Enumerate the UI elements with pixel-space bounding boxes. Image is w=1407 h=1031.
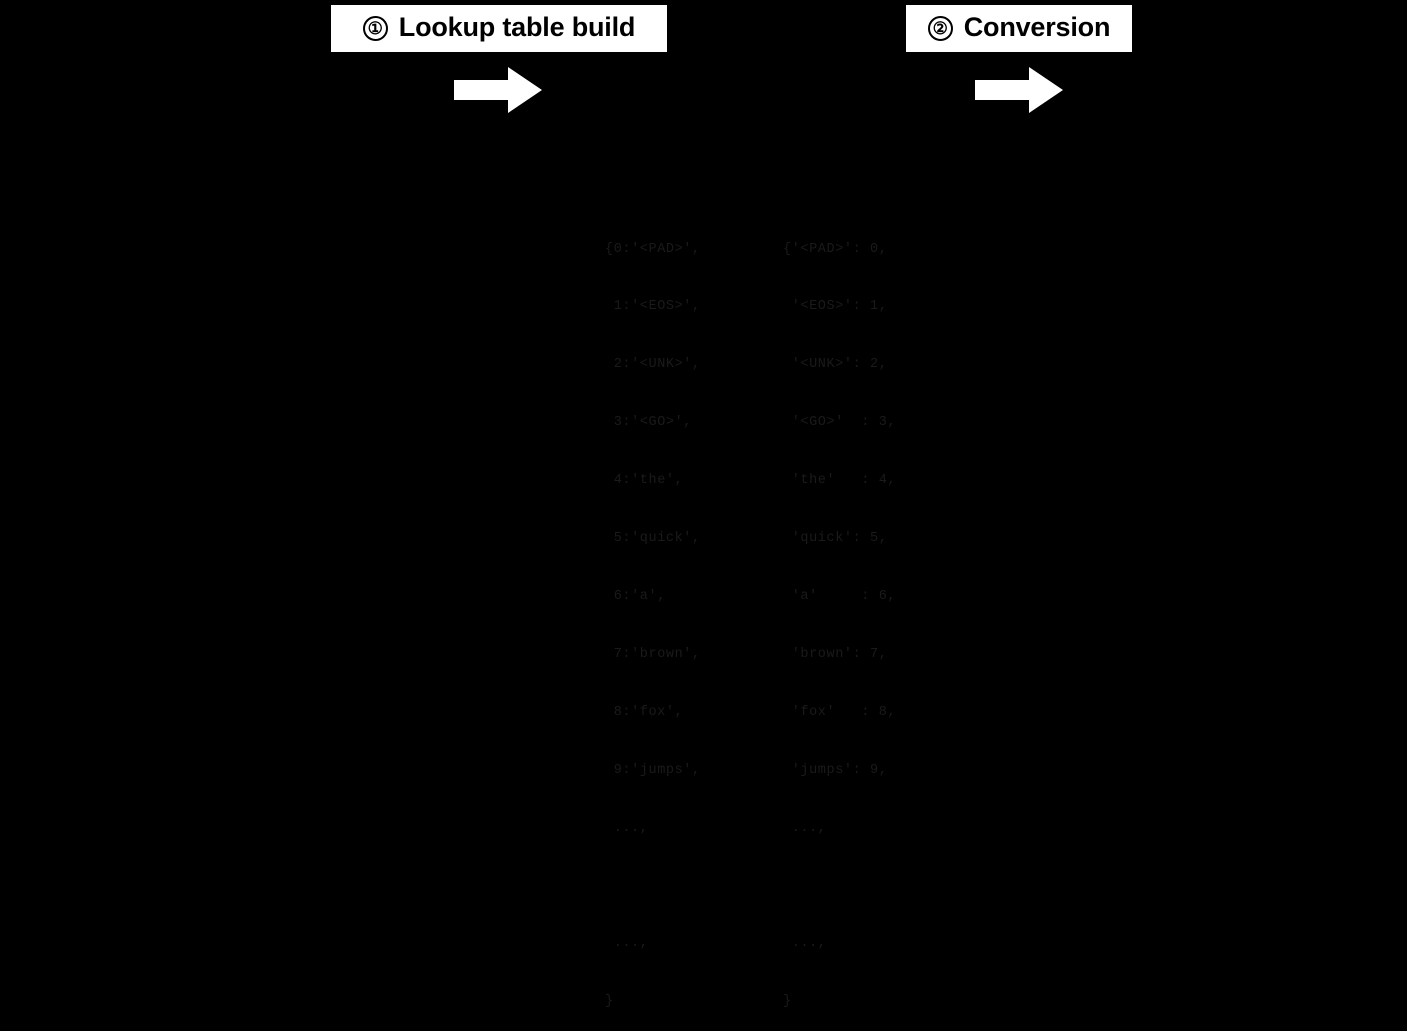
code-line: '<UNK>': 2, [783,357,888,373]
code-line: 'brown': 7, [783,646,888,662]
step-label-lookup-table-build[interactable]: ① Lookup table build [331,5,667,52]
code-line: 1:'<EOS>', [605,299,701,315]
code-line-ellipsis: ..., [605,936,649,952]
code-line: 6:'a', [605,588,666,604]
step-label-conversion[interactable]: ② Conversion [906,5,1132,52]
code-line: 2:'<UNK>', [605,357,701,373]
code-line-ellipsis: ..., [783,936,827,952]
code-line: {0:'<PAD>', [605,241,701,257]
code-line-closing-brace: } [783,994,792,1010]
code-block-index-to-word: {0:'<PAD>', 1:'<EOS>', 2:'<UNK>', 3:'<GO… [605,201,701,1031]
code-line: 'the' : 4, [783,473,897,489]
code-line: '<GO>' : 3, [783,415,897,431]
code-line: '<EOS>': 1, [783,299,888,315]
code-line-ellipsis: ..., [783,820,827,836]
code-line: 3:'<GO>', [605,415,693,431]
flow-arrow-right-2 [975,65,1063,115]
code-line: 'quick': 5, [783,531,888,547]
code-line: 'fox' : 8, [783,704,897,720]
step-label-text: Lookup table build [398,12,636,42]
step-label-text: Conversion [963,12,1111,42]
code-line: 'a' : 6, [783,588,897,604]
circled-number-one-icon: ① [362,16,388,41]
code-line: 7:'brown', [605,646,701,662]
flow-arrow-right-1 [454,65,542,115]
code-line: 8:'fox', [605,704,684,720]
code-line-closing-brace: } [605,994,614,1010]
circled-number-two-icon: ② [927,16,953,41]
code-block-word-to-index: {'<PAD>': 0, '<EOS>': 1, '<UNK>': 2, '<G… [783,201,896,1031]
code-line: {'<PAD>': 0, [783,241,888,257]
code-line: 5:'quick', [605,531,701,547]
code-line: 4:'the', [605,473,684,489]
diagram-canvas: { "steps": [ { "number": "\u2460", "labe… [331,5,1132,1010]
code-line-ellipsis: ..., [605,820,649,836]
code-line: 'jumps': 9, [783,762,888,778]
code-line: 9:'jumps', [605,762,701,778]
